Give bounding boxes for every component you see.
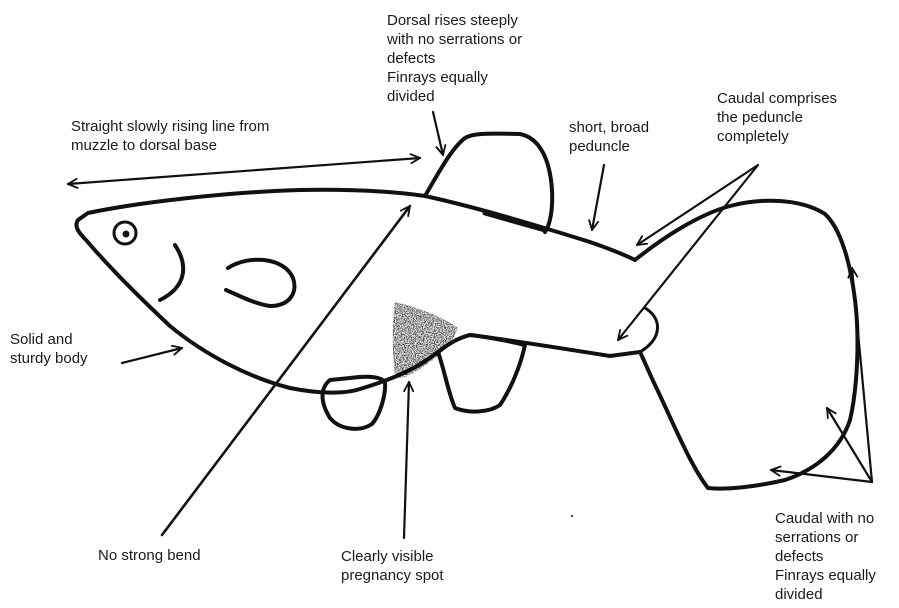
- anal-fin: [438, 335, 525, 412]
- caudal-bottom-label: Caudal with no serrations or defects Fin…: [775, 509, 876, 604]
- bend-arrow: [162, 206, 410, 535]
- speck: [571, 515, 573, 517]
- dorsal-label-line: Dorsal rises steeply: [387, 11, 522, 30]
- peduncle-label-line: peduncle: [569, 137, 649, 156]
- caudal-bottom-label-line: serrations or: [775, 528, 876, 547]
- body-outline: [76, 190, 640, 393]
- topline-label: Straight slowly rising line from muzzle …: [71, 117, 269, 155]
- topline-arrow: [68, 158, 420, 184]
- caudal-top-label-line: Caudal comprises: [717, 89, 837, 108]
- caudal-bottom-label-line: divided: [775, 585, 876, 604]
- dorsal-label-line: Finrays equally: [387, 68, 522, 87]
- gravid-spot: [393, 302, 458, 378]
- peduncle-arrow: [592, 165, 604, 230]
- gravid-label-line: pregnancy spot: [341, 566, 444, 585]
- body-label-line: sturdy body: [10, 349, 88, 368]
- caudal-top-label-line: the peduncle: [717, 108, 837, 127]
- dorsal-label-line: with no serrations or: [387, 30, 522, 49]
- caudal-top-label-line: completely: [717, 127, 837, 146]
- gravid-label-line: Clearly visible: [341, 547, 444, 566]
- gravid-arrow: [404, 382, 409, 538]
- caudal-top-arrow-2: [618, 165, 758, 340]
- dorsal-fin-base: [485, 213, 545, 230]
- peduncle-label-line: short, broad: [569, 118, 649, 137]
- eye-pupil: [123, 231, 130, 238]
- body-label: Solid and sturdy body: [10, 330, 88, 368]
- caudal-bottom-label-line: Finrays equally: [775, 566, 876, 585]
- dorsal-label: Dorsal rises steeply with no serrations …: [387, 11, 522, 106]
- caudal-base-curve: [640, 308, 658, 352]
- gravid-label: Clearly visible pregnancy spot: [341, 547, 444, 585]
- gill-line: [160, 245, 183, 300]
- pectoral-fin: [226, 260, 294, 306]
- caudal-fin: [635, 201, 857, 489]
- caudal-bottom-label-line: Caudal with no: [775, 509, 876, 528]
- dorsal-label-line: divided: [387, 87, 522, 106]
- topline-label-line: muzzle to dorsal base: [71, 136, 269, 155]
- bend-label-line: No strong bend: [98, 546, 201, 565]
- bend-label: No strong bend: [98, 546, 201, 565]
- dorsal-label-line: defects: [387, 49, 522, 68]
- caudal-bottom-label-line: defects: [775, 547, 876, 566]
- caudal-top-label: Caudal comprises the peduncle completely: [717, 89, 837, 146]
- dorsal-fin: [425, 134, 552, 232]
- body-label-line: Solid and: [10, 330, 88, 349]
- peduncle-label: short, broad peduncle: [569, 118, 649, 156]
- topline-label-line: Straight slowly rising line from: [71, 117, 269, 136]
- body-arrow: [122, 348, 182, 363]
- dorsal-arrow: [433, 112, 443, 155]
